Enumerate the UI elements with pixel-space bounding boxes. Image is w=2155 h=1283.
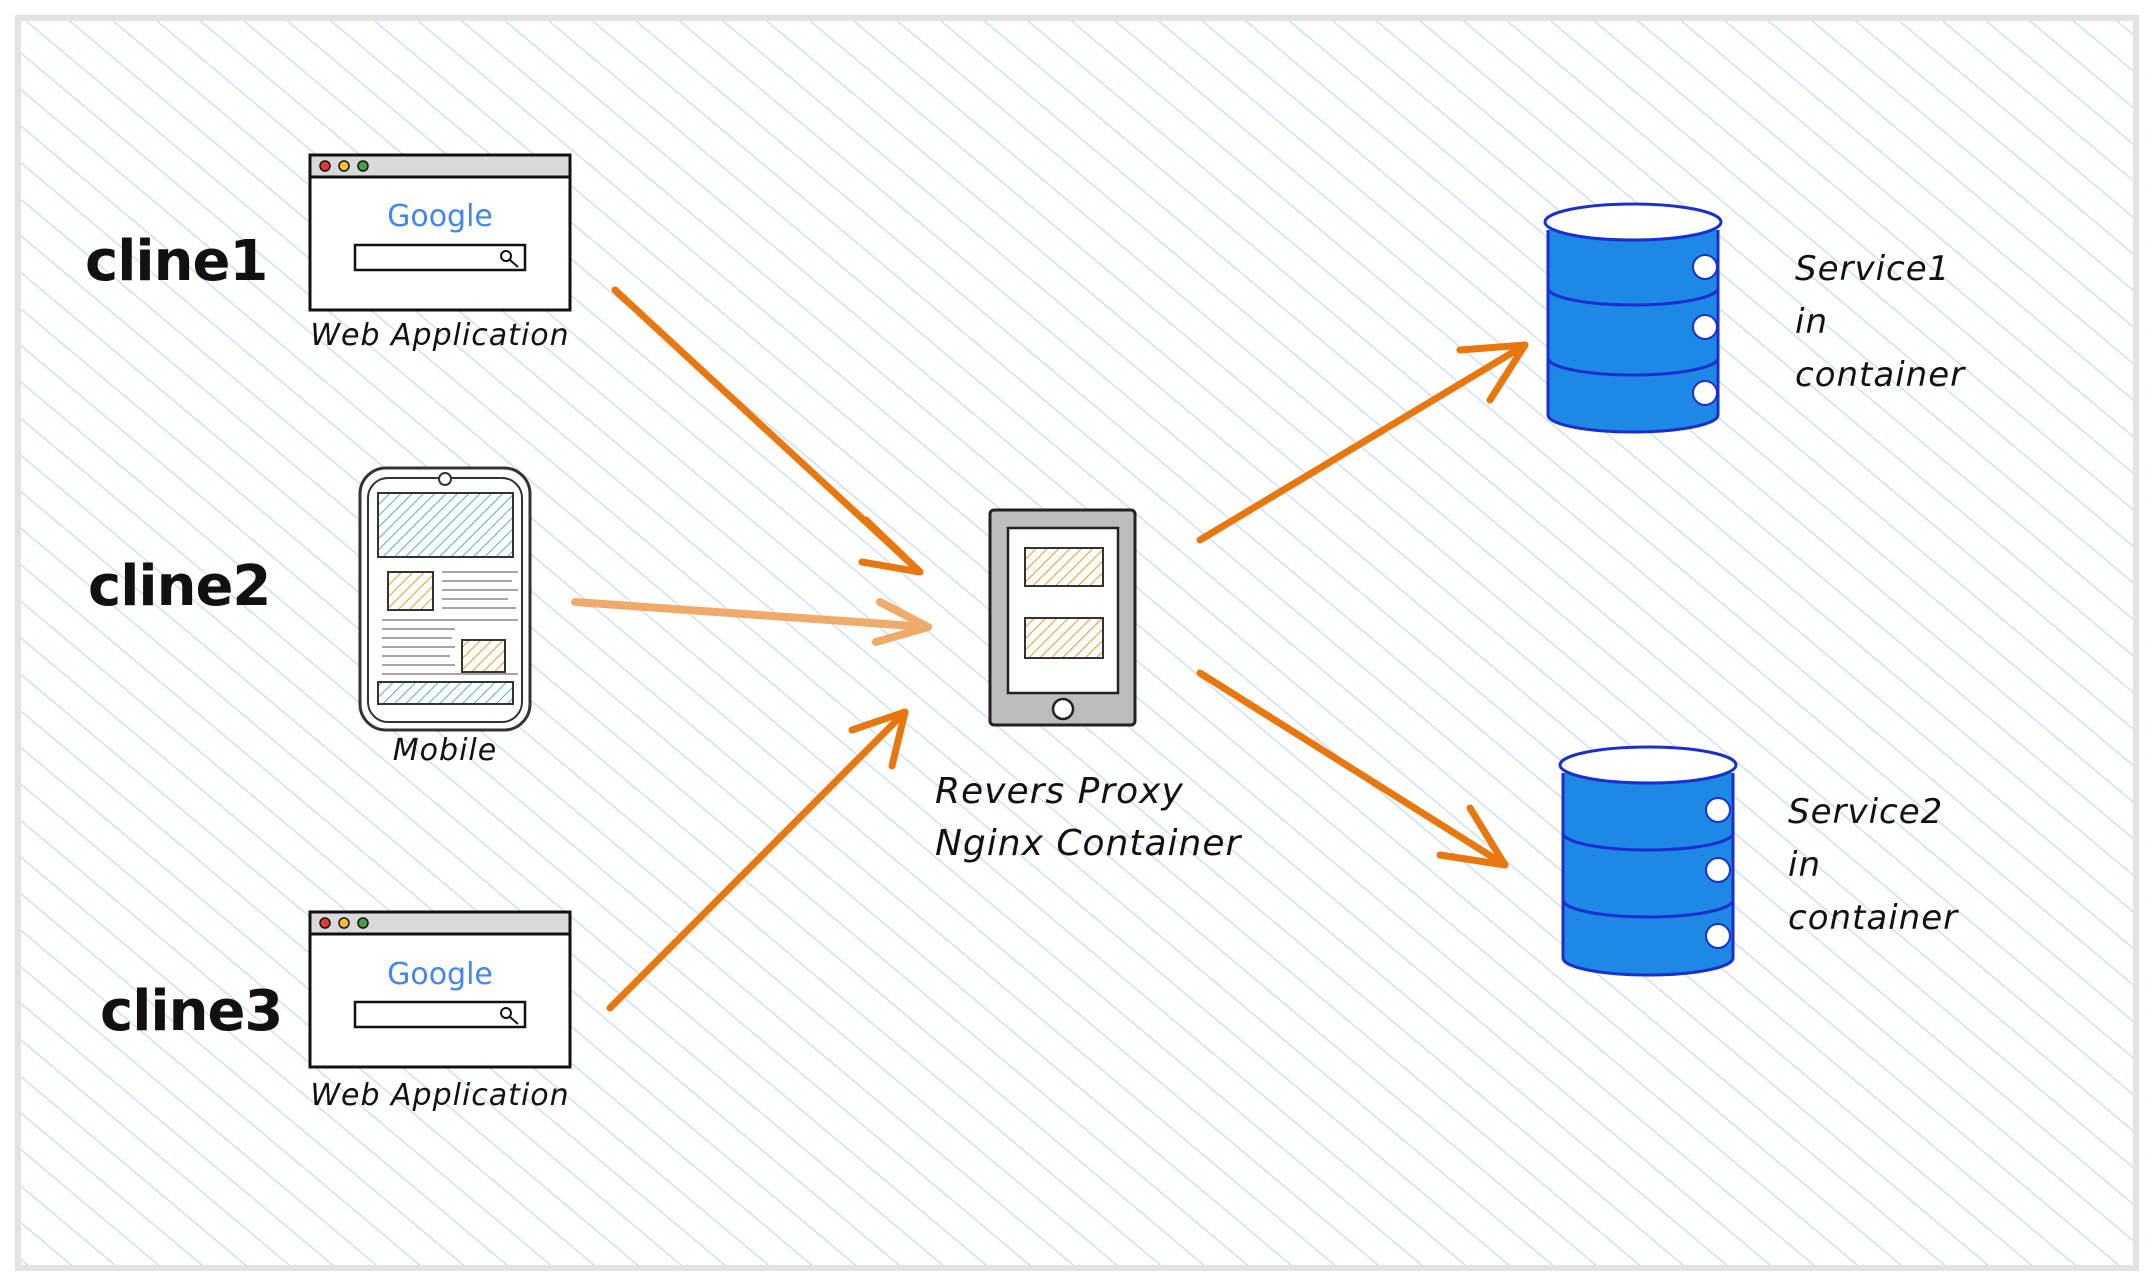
device-label: Web Application [310, 318, 569, 353]
browser-window-icon: Google [308, 910, 572, 1069]
service-label-line2: in [1795, 302, 1828, 342]
database-icon [1543, 202, 1723, 434]
arrow-client3-to-proxy [606, 708, 909, 1012]
device-label: Mobile [393, 733, 497, 768]
tablet-proxy-icon [988, 508, 1137, 727]
arrow-proxy-to-service2 [1196, 669, 1509, 869]
arrow-proxy-to-service1 [1196, 341, 1529, 544]
proxy-label-line2: Nginx Container [935, 823, 1242, 864]
browser-window-icon: Google [308, 153, 572, 312]
service-label-line3: container [1795, 355, 1966, 395]
arrow-client1-to-proxy [611, 286, 924, 576]
service-label-line1: Service1 [1795, 249, 1950, 289]
client-label: cline2 [88, 554, 270, 619]
database-icon [1558, 745, 1738, 977]
service-label-line1: Service2 [1788, 792, 1943, 832]
google-logo: Google [387, 957, 493, 992]
device-label: Web Application [310, 1078, 569, 1113]
client-label: cline1 [85, 229, 267, 294]
service-label-line2: in [1788, 845, 1821, 885]
client-label: cline3 [100, 979, 282, 1044]
google-logo: Google [387, 199, 493, 234]
mobile-phone-icon [358, 466, 532, 732]
service-label-line3: container [1788, 898, 1959, 938]
arrow-client2-to-proxy [571, 598, 932, 646]
proxy-label-line1: Revers Proxy [935, 771, 1184, 812]
